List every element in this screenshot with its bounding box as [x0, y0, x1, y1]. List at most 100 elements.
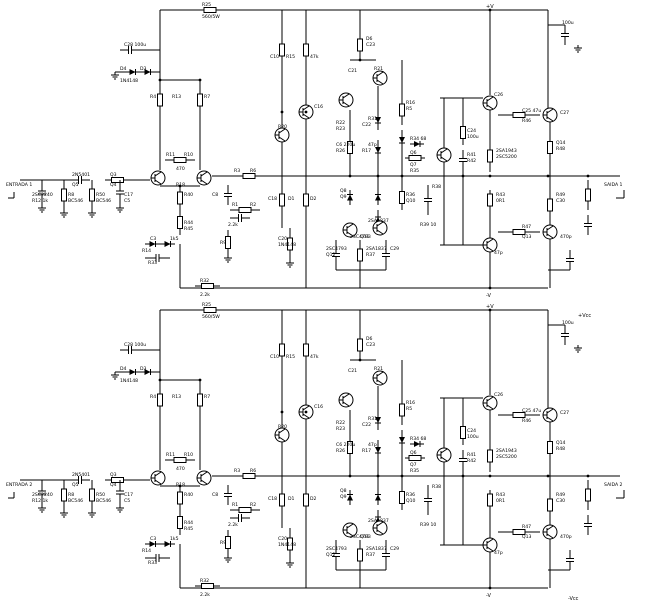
component-label: R9 — [220, 540, 226, 546]
component-label: R2 — [250, 202, 256, 208]
component-label: D3 — [140, 366, 147, 372]
resistor — [347, 141, 353, 154]
wire — [486, 246, 494, 252]
component-label: R49 — [556, 492, 565, 498]
component-label: R17 — [362, 148, 371, 154]
resistor — [547, 498, 553, 512]
resistor — [177, 491, 183, 505]
component-label: R25 — [202, 2, 211, 8]
component-label: 0R1 — [496, 198, 505, 204]
component-label: 100u — [467, 134, 479, 140]
component-label: R32 — [200, 278, 209, 284]
component-label: 2SC2240 — [32, 492, 53, 498]
component-label: Q12 — [326, 552, 336, 558]
component-label: Q6 — [410, 450, 417, 456]
resistor — [303, 493, 309, 507]
resistor — [399, 403, 405, 417]
resistor — [225, 536, 231, 549]
wire — [546, 233, 554, 239]
component-label: R49 — [556, 192, 565, 198]
rail-label-pos: +V — [486, 304, 494, 310]
component-label: BC546 — [96, 498, 111, 504]
diode — [414, 441, 420, 447]
component-label: R16 — [406, 400, 415, 406]
component-label: D2 — [310, 196, 317, 202]
component-label: 47p — [368, 142, 377, 148]
resistor — [287, 237, 293, 251]
diode — [144, 369, 151, 375]
component-label: 2N5401 — [72, 172, 90, 178]
component-label: C17 — [124, 492, 133, 498]
component-label: 100u — [562, 320, 574, 326]
diode — [375, 447, 381, 453]
component-label: R34 68 — [410, 136, 426, 142]
resistor — [279, 493, 285, 507]
component-label: R44 — [184, 220, 193, 226]
component-label: C5 — [124, 498, 130, 504]
component-label: R9 — [220, 240, 226, 246]
component-label: Q6 — [410, 150, 417, 156]
resistor — [303, 43, 309, 57]
resistor — [460, 126, 466, 139]
wire — [376, 79, 384, 85]
component-label: R6 — [250, 168, 256, 174]
component-label: R40 — [184, 192, 193, 198]
wire — [440, 456, 448, 462]
component-label: Q3 — [110, 172, 117, 178]
resistor — [197, 93, 203, 107]
component-label: Q11 — [360, 234, 370, 240]
wire — [154, 479, 162, 485]
component-label: R47 — [522, 524, 531, 530]
diode — [414, 141, 420, 147]
diode — [149, 541, 156, 547]
resistor — [585, 488, 591, 502]
component-label: R5 — [406, 106, 412, 112]
resistor — [177, 216, 183, 229]
wire — [346, 231, 354, 237]
wire — [342, 401, 350, 407]
component-label: 1k5 — [170, 236, 179, 242]
resistor — [61, 188, 67, 202]
component-label: C25 47u — [522, 408, 541, 414]
component-label: R31 — [368, 416, 377, 422]
junction-dot — [198, 78, 202, 82]
rail-label-pos: +V — [486, 4, 494, 10]
output-label: SAIDA 2 — [604, 482, 623, 488]
junction-dot — [198, 378, 202, 382]
component-label: R15 — [286, 54, 295, 60]
component-label: BC546 — [96, 198, 111, 204]
component-label: R21 — [374, 366, 383, 372]
component-label: R12 1k — [32, 198, 48, 204]
resistor — [487, 193, 493, 207]
wire — [376, 229, 384, 235]
component-label: R10 — [184, 452, 193, 458]
component-label: 47k — [310, 354, 319, 360]
component-label: 2SC4793 — [326, 246, 347, 252]
component-label: Q7 — [410, 462, 417, 468]
component-label: R6 — [250, 468, 256, 474]
component-label: R22 — [336, 120, 345, 126]
resistor — [408, 455, 422, 461]
resistor — [242, 473, 256, 479]
junction-dot — [178, 484, 182, 488]
component-label: 2.2k — [200, 292, 210, 298]
resistor — [197, 393, 203, 407]
component-label: D6 — [366, 36, 373, 42]
wire — [546, 416, 554, 422]
component-label: C27 — [560, 110, 569, 116]
junction-dot — [158, 78, 162, 82]
resistor — [61, 488, 67, 502]
component-label: R8 — [68, 192, 74, 198]
component-label: R17 — [362, 448, 371, 454]
component-label: 2.2k — [200, 592, 210, 598]
component-label: R48 — [556, 446, 565, 452]
resistor — [203, 7, 217, 13]
component-label: C30 — [556, 498, 565, 504]
component-label: R38 — [432, 184, 441, 190]
component-label: 1N4148 — [278, 542, 296, 548]
component-label: R23 — [336, 126, 345, 132]
component-label: Q4 — [110, 482, 117, 488]
component-label: Q4 — [110, 182, 117, 188]
component-label: Q5 — [72, 182, 79, 188]
